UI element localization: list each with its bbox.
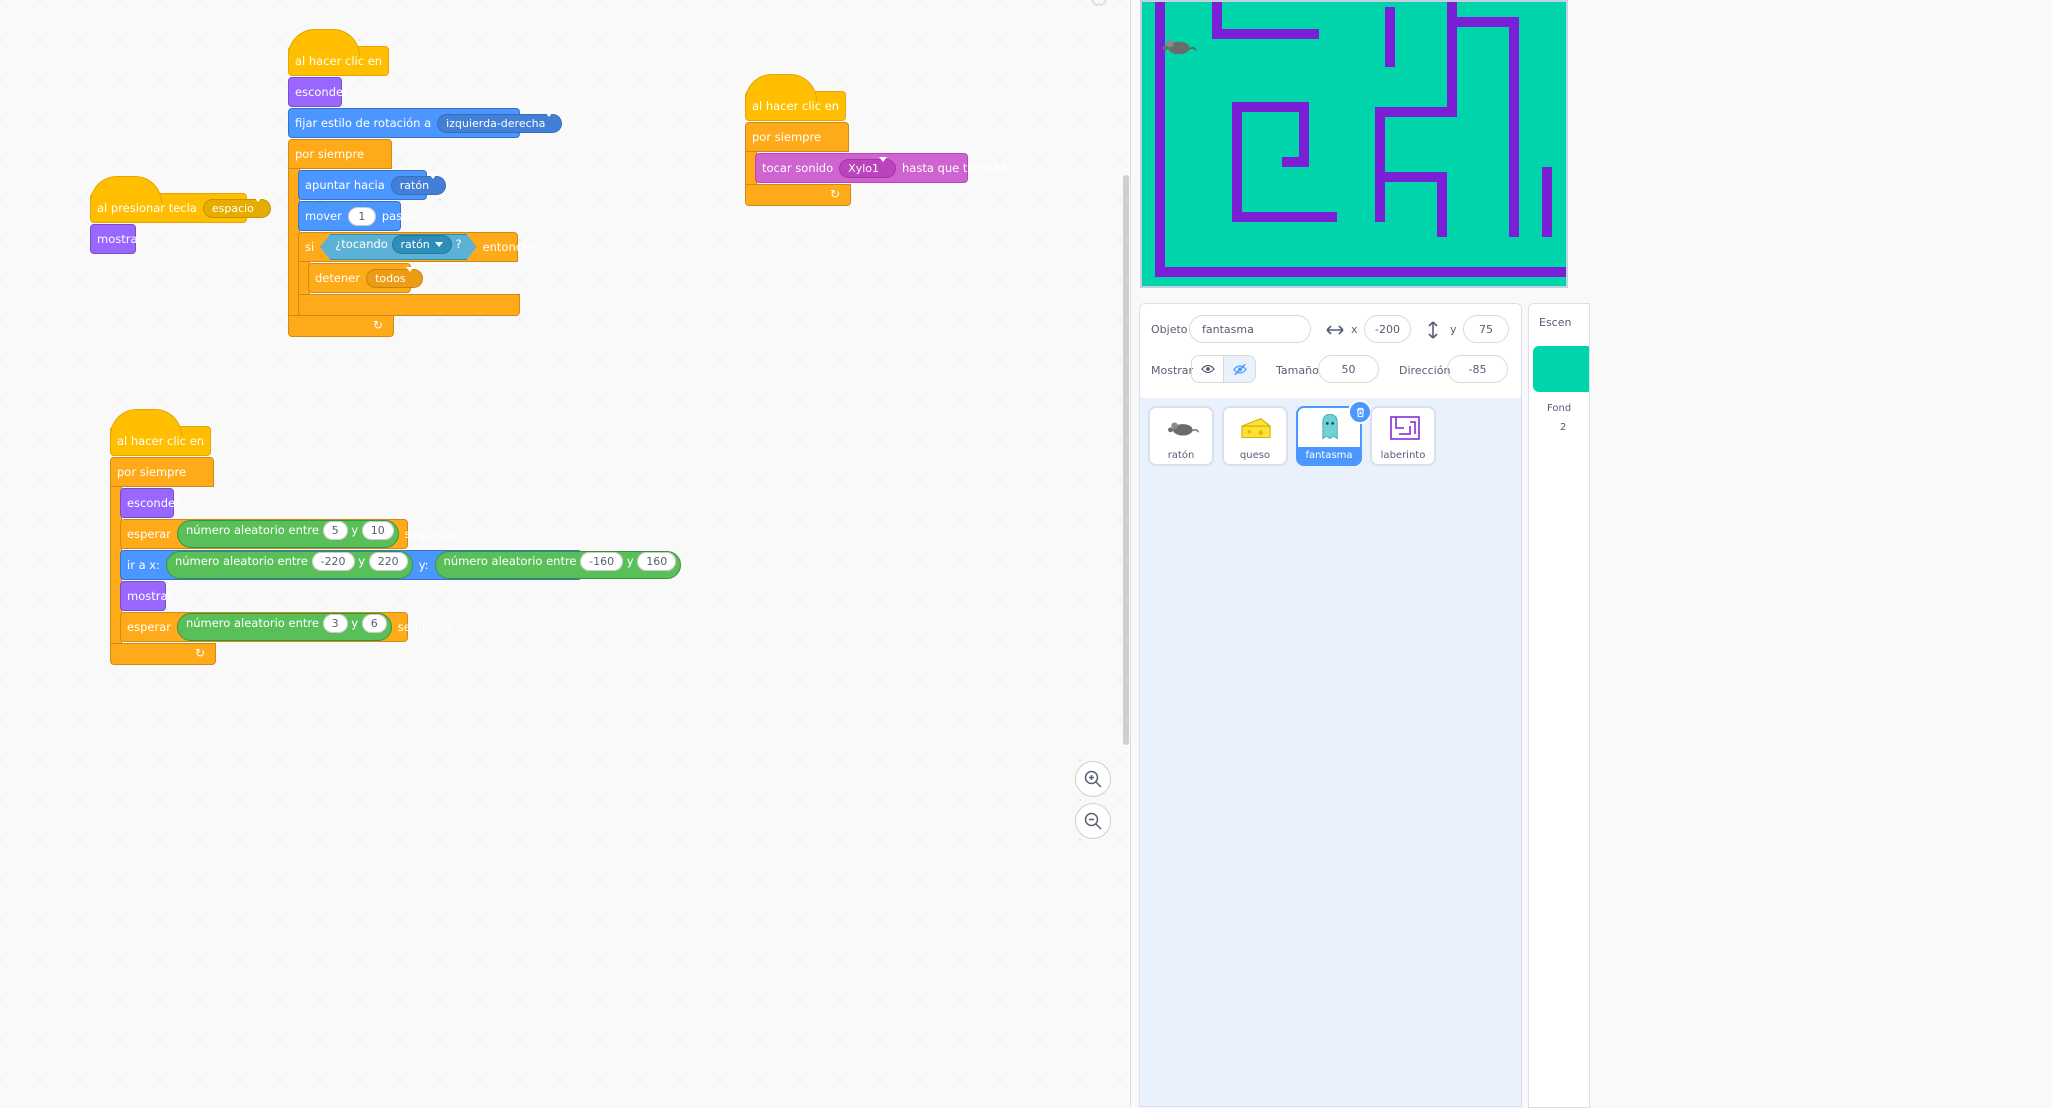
when-flag-clicked-hat[interactable]: al hacer clic en [288,29,389,76]
random-to-input[interactable]: 10 [361,521,394,540]
direction-input[interactable]: -85 [1447,355,1508,383]
if-then-block[interactable]: si ¿tocando ratón ? entonces [298,232,535,262]
steps-input[interactable]: 1 [347,206,376,226]
pick-random-y-operator[interactable]: número aleatorio entre -160 y 160 [434,551,682,579]
direction-label: Dirección [1399,364,1451,377]
stop-dropdown[interactable]: todos [366,268,423,288]
sprite-list: ratón queso fantasma laberinto [1139,398,1522,1107]
set-rotation-style-block[interactable]: fijar estilo de rotación a izquierda-der… [288,108,563,138]
loop-arrow-icon: ↻ [830,187,841,201]
stage-panel-title: Escen [1539,316,1572,329]
workspace-scrollbar[interactable] [1123,175,1129,745]
forever-bottom-cap-random: ↻ [110,643,216,665]
show-visible-button[interactable] [1191,355,1224,383]
show-block-random[interactable]: mostrar [120,581,172,611]
key-dropdown[interactable]: espacio [202,198,271,218]
when-flag-clicked-hat-random[interactable]: al hacer clic en [110,409,211,456]
ghost-icon [1322,413,1338,440]
mouse-sprite-icon[interactable] [1160,37,1196,57]
stop-block[interactable]: detener todos [308,263,423,293]
zoom-out-icon [1084,812,1102,830]
sprite-tile-raton[interactable]: ratón [1148,406,1214,466]
go-to-xy-block[interactable]: ir a x: número aleatorio entre -220 y 22… [120,550,682,580]
forever-bottom-cap: ↻ [288,315,394,337]
pick-random-operator[interactable]: número aleatorio entre 5 y 10 [176,520,399,548]
forever-block-sound[interactable]: por siempre [745,122,849,152]
stage-thumbnail[interactable] [1533,346,1589,392]
wait-random-block-1[interactable]: esperar número aleatorio entre 5 y 10 se… [120,519,460,549]
pick-random-operator[interactable]: número aleatorio entre 3 y 6 [176,613,392,641]
show-label: Mostrar [1151,364,1194,377]
touching-dropdown[interactable]: ratón [392,235,452,254]
x-input[interactable]: -200 [1364,315,1411,343]
panel-divider [1130,0,1131,1106]
pick-random-x-operator[interactable]: número aleatorio entre -220 y 220 [165,551,413,579]
backdrops-label: Fond [1547,403,1572,414]
sprite-name: fantasma [1298,447,1360,464]
loop-arrow-icon: ↻ [195,646,206,660]
forever-block[interactable]: por siempre [288,139,392,169]
sprite-name: queso [1239,450,1271,461]
sprite-name: laberinto [1380,450,1426,461]
show-block[interactable]: mostrar [90,224,142,254]
random-y-to-input[interactable]: 160 [637,552,677,571]
delete-sprite-button[interactable] [1348,400,1372,424]
trash-icon [1356,407,1364,417]
y-input[interactable]: 75 [1463,315,1509,343]
when-flag-clicked-hat-sound[interactable]: al hacer clic en [745,74,846,121]
x-label: x [1351,323,1358,336]
object-label: Objeto [1151,323,1188,336]
forever-block-random[interactable]: por siempre [110,457,214,487]
sprite-name: ratón [1167,450,1195,461]
rotation-style-dropdown[interactable]: izquierda-derecha [437,113,563,133]
maze-backdrop [1155,2,1566,277]
show-hidden-button[interactable] [1223,355,1256,383]
forever-bottom-cap-sound: ↻ [745,184,851,206]
when-key-pressed-hat[interactable]: al presionar tecla espacio [90,176,271,223]
zoom-in-icon [1084,770,1102,788]
sprite-name-input[interactable]: fantasma [1189,315,1311,343]
stage[interactable] [1140,0,1568,288]
move-steps-block[interactable]: mover 1 pasos [298,201,415,231]
random-x-to-input[interactable]: 220 [368,552,408,571]
maze-icon [1390,416,1420,440]
eye-icon [1200,364,1215,374]
random-from-input[interactable]: 3 [322,614,348,633]
size-label: Tamaño [1276,364,1319,377]
touching-sensing-block[interactable]: ¿tocando ratón ? [320,234,476,260]
code-workspace[interactable]: al presionar tecla espacio mostrar al ha… [0,0,1130,1106]
sprite-info-panel: Objeto fantasma x -200 y 75 Mostrar Tama… [1139,303,1522,401]
eye-hidden-icon [1232,363,1247,375]
random-from-input[interactable]: 5 [322,521,348,540]
sprite-tile-fantasma[interactable]: fantasma [1296,400,1372,466]
random-y-from-input[interactable]: -160 [580,552,624,571]
play-sound-until-done-block[interactable]: tocar sonido Xylo1 hasta que termine [755,153,1008,183]
hide-block[interactable]: esconder [288,77,348,107]
mouse-icon [1168,422,1199,436]
if-bottom-cap [298,294,520,316]
cheese-icon [1241,418,1271,438]
x-position-icon [1326,325,1344,335]
random-to-input[interactable]: 6 [361,614,387,633]
y-position-icon [1428,321,1438,339]
wait-random-block-2[interactable]: esperar número aleatorio entre 3 y 6 seg… [120,612,453,642]
sound-dropdown[interactable]: Xylo1 [839,158,896,178]
backdrops-count: 2 [1560,422,1567,433]
loop-arrow-icon: ↻ [373,318,384,332]
sprite-tile-queso[interactable]: queso [1222,406,1288,466]
random-x-from-input[interactable]: -220 [311,552,355,571]
hide-block-random[interactable]: esconder [120,488,180,518]
sprite-tile-laberinto[interactable]: laberinto [1370,406,1436,466]
point-towards-block[interactable]: apuntar hacia ratón [298,170,447,200]
hat-label: al presionar tecla [97,201,197,215]
zoom-out-button[interactable] [1075,803,1111,839]
zoom-in-button[interactable] [1075,761,1111,797]
stage-selector-panel[interactable]: Escen Fond 2 [1528,303,1590,1108]
size-input[interactable]: 50 [1318,355,1379,383]
sprite-watermark-icon [1091,0,1107,6]
y-label: y [1450,323,1457,336]
point-towards-dropdown[interactable]: ratón [390,175,447,195]
